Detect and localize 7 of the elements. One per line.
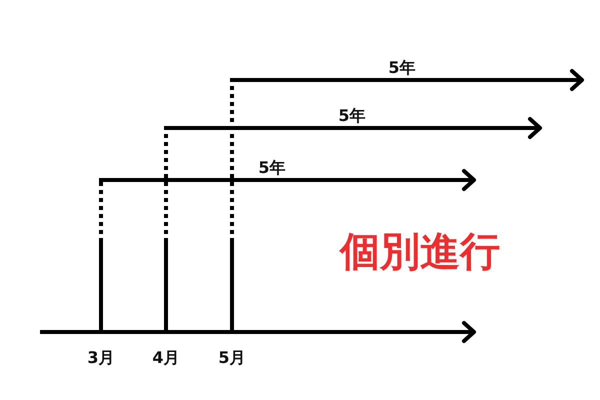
- duration-label: 5年: [388, 59, 416, 77]
- duration-label: 5年: [258, 159, 286, 177]
- month-label: 5月: [218, 349, 246, 367]
- heading: 個別進行: [340, 230, 500, 274]
- month-label: 3月: [87, 349, 115, 367]
- duration-label: 5年: [338, 107, 366, 125]
- month-label: 4月: [152, 349, 180, 367]
